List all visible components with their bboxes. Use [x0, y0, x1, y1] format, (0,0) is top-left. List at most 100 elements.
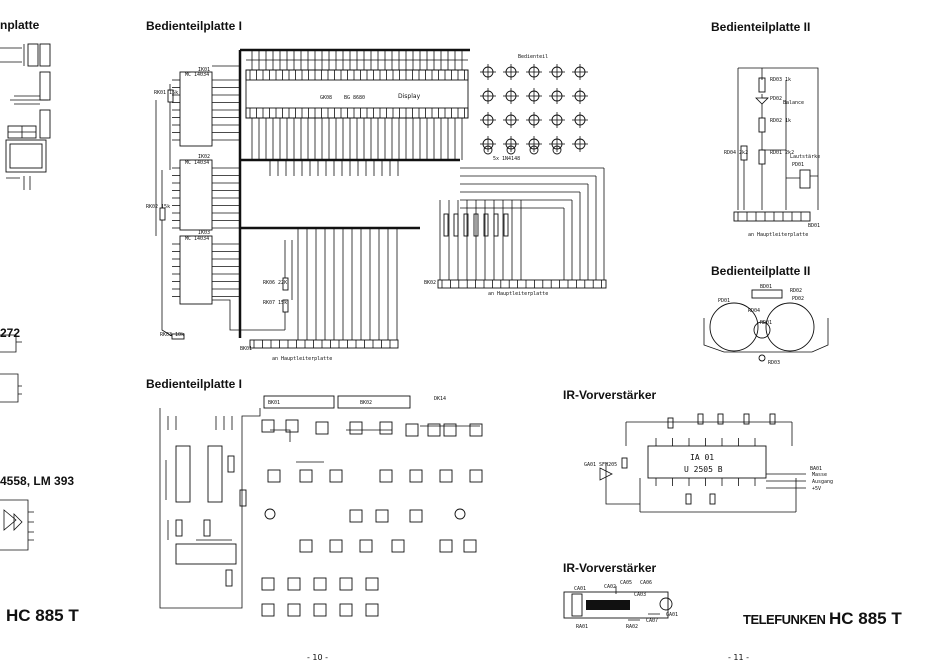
led-symbol: [453, 213, 459, 237]
ir-connector-ba01: BA01: [810, 466, 822, 472]
pd01-label: PD01: [792, 162, 804, 168]
ik01-part: MC 14034: [185, 72, 209, 78]
heading-ir-preamp-schematic: IR-Vorverstärker: [563, 388, 657, 402]
rk07-label: RK07 15k: [263, 300, 287, 306]
layout-part: [285, 419, 299, 433]
rk06-label: RK06 22K: [263, 280, 287, 286]
ic-ik01: [179, 71, 213, 147]
rk03-label: RK03 10k: [160, 332, 184, 338]
layout-part: [203, 519, 211, 537]
layout-part: [261, 603, 275, 617]
connector-bd01: [733, 211, 811, 222]
ir-part: [621, 457, 628, 469]
connector-bk02: [437, 279, 607, 289]
ir-ic-ref: IA 01: [690, 453, 714, 462]
layout-part: [313, 577, 327, 591]
rd02-label: RD02 1k: [770, 118, 791, 124]
connector-bk01: [249, 339, 399, 349]
cut-label-272: 272: [0, 326, 21, 340]
ir-layout-ca06: CA06: [640, 580, 652, 586]
ir-output-masse: Masse: [812, 472, 827, 478]
ir-part: [709, 493, 716, 505]
ir-layout-ca01: CA01: [574, 586, 586, 592]
layout-part: [379, 469, 393, 483]
ic-ia01: [647, 445, 767, 479]
rd03-layout-label: RD03: [768, 360, 780, 366]
led-symbol: [483, 213, 489, 237]
ir-output-ausgang: Ausgang: [812, 479, 833, 485]
layout-part: [261, 577, 275, 591]
layout-bedienteilplatte-1: BK01 BK02 DK14: [159, 395, 483, 617]
led-symbol: [503, 213, 509, 237]
cut-label-opamps: 4558, LM 393: [0, 474, 75, 488]
layout-part: [329, 469, 343, 483]
page-number-right: - 11 -: [728, 653, 750, 662]
bd01-layout-label: BD01: [760, 284, 772, 290]
rk01-label: RK01 15k: [154, 90, 178, 96]
layout-part: [409, 509, 423, 523]
page-number-left: - 10 -: [307, 653, 329, 662]
layout-part: [409, 469, 423, 483]
display-label: Display: [398, 93, 421, 100]
layout-part: [175, 519, 183, 537]
rd03-label: RD03 1k: [770, 77, 791, 83]
pot-pd02: [765, 302, 815, 352]
ir-layout-ra02: RA02: [626, 624, 638, 630]
left-fragment-board: [0, 43, 51, 551]
layout-part: [439, 469, 453, 483]
schematic-bedienteilplatte-2: RD03 1k PD02 Balance RD02 1k RD04 2k2 RD…: [724, 67, 820, 238]
ir-part: [743, 413, 750, 425]
layout-part: [315, 421, 329, 435]
bk01-layout-label: BK01: [268, 400, 280, 406]
ic-ik03: [179, 235, 213, 305]
layout-part: [439, 539, 453, 553]
layout-part: [339, 577, 353, 591]
key-switch: [483, 145, 493, 155]
layout-part: [227, 455, 235, 473]
ir-preamp-layout: CA01 RA01 CA02 CA05 CA06 CA07 CA03 GA01 …: [563, 580, 678, 630]
bd01-label: BD01: [808, 223, 820, 229]
balance-label: Balance: [783, 100, 804, 106]
layout-part: [287, 577, 301, 591]
ir-layout-ra01: RA01: [576, 624, 588, 630]
key-switch: [529, 145, 539, 155]
bk02-note: an Hauptleiterplatte: [488, 291, 548, 297]
led-symbol: [463, 213, 469, 237]
ir-layout-ca05: CA05: [620, 580, 632, 586]
ir-part: [717, 413, 724, 425]
ir-part: [769, 413, 776, 425]
bk01-note: an Hauptleiterplatte: [272, 356, 332, 362]
layout-part: [405, 423, 419, 437]
ik03-ref: IK03: [198, 230, 210, 236]
bal-main-board-note: an Hauptleiterplatte: [748, 232, 808, 238]
key-switch: [506, 145, 516, 155]
heading-bedienteilplatte-1-schematic: Bedienteilplatte I: [146, 19, 243, 33]
ir-layout-ca07: CA07: [646, 618, 658, 624]
ir-part: [697, 413, 704, 425]
keypad-title: Bedienteil: [518, 54, 548, 60]
layout-part: [267, 469, 281, 483]
diode-note: 5x 1N4148: [493, 156, 520, 162]
bk02-layout-label: BK02: [360, 400, 372, 406]
rd02-layout-label: RD02: [790, 288, 802, 294]
ir-ic-part: U 2505 B: [684, 465, 723, 474]
rd01-layout-label: RD01: [760, 320, 772, 326]
layout-part: [299, 469, 313, 483]
left-model-label: HC 885 T: [6, 606, 79, 625]
pd02-layout-label: PD02: [792, 296, 804, 302]
layout-part: [427, 423, 441, 437]
layout-part: [339, 603, 353, 617]
layout-part: [365, 577, 379, 591]
layout-part: [299, 539, 313, 553]
pd02-label: PD02: [770, 96, 782, 102]
led-symbol: [493, 213, 499, 237]
layout-part: [349, 509, 363, 523]
led-symbol: [473, 213, 479, 237]
volume-label: Lautstärke: [790, 154, 820, 160]
layout-part: [287, 603, 301, 617]
layout-part: [349, 421, 363, 435]
pd01-layout-label: PD01: [718, 298, 730, 304]
ik02-part: MC 14034: [185, 160, 209, 166]
layout-part: [365, 603, 379, 617]
